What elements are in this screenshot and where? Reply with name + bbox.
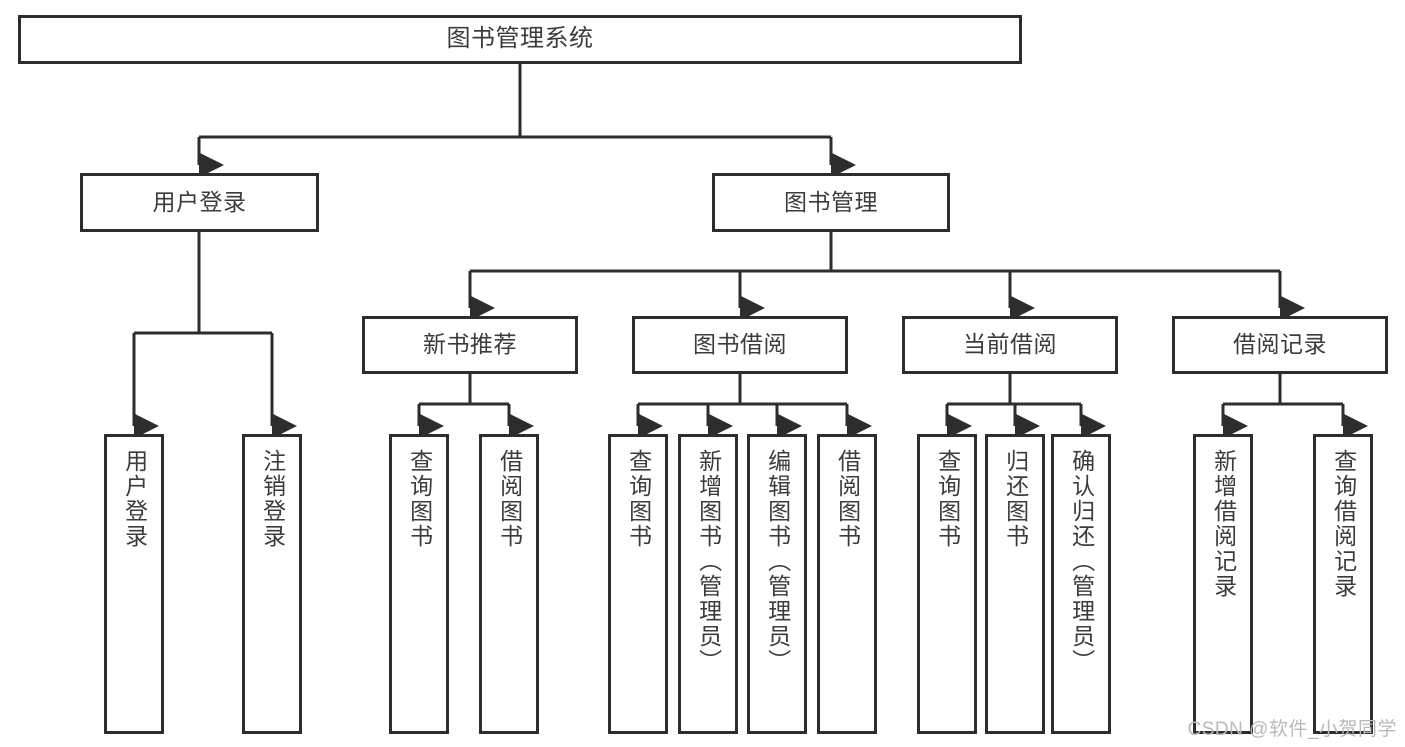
node-leaf-add-book-admin[interactable]: 新增图书（管理员） — [678, 434, 738, 734]
node-leaf-add-book-admin-label: 新增图书（管理员） — [695, 449, 722, 674]
node-book-management[interactable]: 图书管理 — [712, 173, 950, 232]
node-new-book-recommend-label: 新书推荐 — [423, 331, 517, 358]
node-leaf-confirm-return-admin[interactable]: 确认归还（管理员） — [1051, 434, 1111, 734]
node-leaf-borrow-book-2-label: 借阅图书 — [834, 449, 861, 549]
node-leaf-return-book-label: 归还图书 — [1002, 449, 1029, 549]
node-leaf-user-logout[interactable]: 注销登录 — [242, 434, 302, 734]
node-leaf-add-borrow-record[interactable]: 新增借阅记录 — [1193, 434, 1253, 734]
node-user-login[interactable]: 用户登录 — [80, 173, 319, 232]
node-root[interactable]: 图书管理系统 — [18, 15, 1022, 64]
node-leaf-borrow-book-1-label: 借阅图书 — [496, 449, 523, 549]
node-leaf-user-login[interactable]: 用户登录 — [104, 434, 164, 734]
node-root-label: 图书管理系统 — [446, 25, 594, 53]
node-leaf-user-login-label: 用户登录 — [121, 449, 148, 549]
node-book-borrow-label: 图书借阅 — [693, 331, 787, 358]
node-leaf-query-book-2-label: 查询图书 — [625, 449, 652, 549]
watermark-text: CSDN @软件_小贺同学 — [1187, 719, 1397, 740]
node-borrow-record-label: 借阅记录 — [1233, 331, 1327, 358]
node-book-borrow[interactable]: 图书借阅 — [632, 316, 848, 374]
node-leaf-user-logout-label: 注销登录 — [259, 449, 286, 549]
node-leaf-query-book-2[interactable]: 查询图书 — [608, 434, 668, 734]
node-leaf-borrow-book-1[interactable]: 借阅图书 — [479, 434, 539, 734]
node-book-management-label: 图书管理 — [784, 188, 878, 215]
node-leaf-query-book-1-label: 查询图书 — [406, 449, 433, 549]
node-leaf-add-borrow-record-label: 新增借阅记录 — [1210, 449, 1237, 599]
node-leaf-query-book-3-label: 查询图书 — [934, 449, 961, 549]
node-new-book-recommend[interactable]: 新书推荐 — [362, 316, 578, 374]
node-leaf-edit-book-admin[interactable]: 编辑图书（管理员） — [747, 434, 807, 734]
node-leaf-query-book-3[interactable]: 查询图书 — [917, 434, 977, 734]
node-user-login-label: 用户登录 — [152, 188, 247, 215]
node-current-borrow[interactable]: 当前借阅 — [902, 316, 1118, 374]
node-leaf-confirm-return-admin-label: 确认归还（管理员） — [1068, 449, 1095, 674]
node-borrow-record[interactable]: 借阅记录 — [1172, 316, 1388, 374]
node-current-borrow-label: 当前借阅 — [963, 331, 1057, 358]
node-leaf-query-borrow-record[interactable]: 查询借阅记录 — [1313, 434, 1373, 734]
node-leaf-query-book-1[interactable]: 查询图书 — [389, 434, 449, 734]
node-leaf-borrow-book-2[interactable]: 借阅图书 — [817, 434, 877, 734]
node-leaf-return-book[interactable]: 归还图书 — [985, 434, 1045, 734]
node-leaf-query-borrow-record-label: 查询借阅记录 — [1330, 449, 1357, 599]
node-leaf-edit-book-admin-label: 编辑图书（管理员） — [764, 449, 791, 674]
